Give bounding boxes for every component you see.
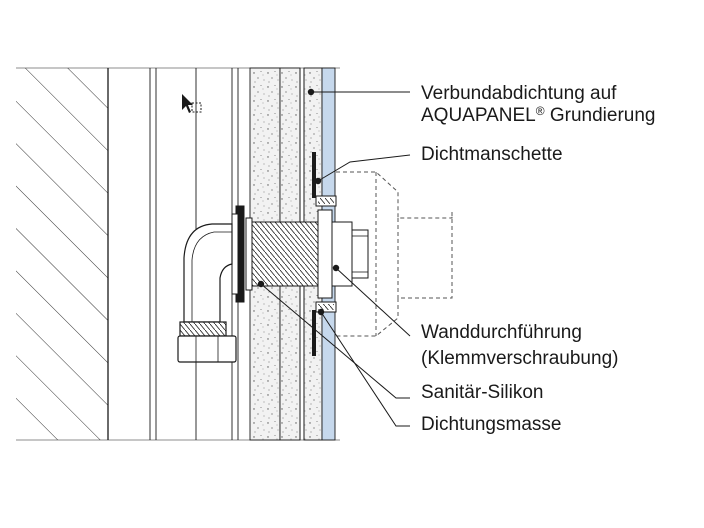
elbow-fitting	[177, 223, 237, 363]
cursor-icon	[182, 94, 202, 113]
label-sanitaer-silikon: Sanitär-Silikon	[421, 382, 544, 403]
registered-mark: ®	[535, 104, 545, 118]
label-wanddurchfuehrung-line2: (Klemmverschraubung)	[421, 348, 619, 369]
label-verbundabdichtung-line2: AQUAPANEL® Grundierung	[421, 105, 656, 127]
label-grundierung: Grundierung	[544, 105, 656, 126]
label-dichtmanschette: Dichtmanschette	[421, 144, 563, 165]
dashed-fitting-outline	[336, 171, 453, 337]
label-aquapanel: AQUAPANEL	[421, 105, 536, 126]
sealing-collar	[312, 152, 337, 356]
label-dichtungsmasse: Dichtungsmasse	[421, 414, 562, 435]
label-verbundabdichtung: Verbundabdichtung auf AQUAPANEL® Grundie…	[421, 83, 656, 127]
leader-lines	[260, 91, 411, 427]
leader-dots	[257, 88, 340, 316]
label-wanddurchfuehrung-line1: Wanddurchführung	[421, 322, 582, 343]
label-wanddurchfuehrung: Wanddurchführung (Klemmverschraubung)	[421, 322, 618, 370]
label-verbundabdichtung-line1: Verbundabdichtung auf	[421, 83, 617, 104]
masonry-wall	[16, 67, 340, 441]
wall-feedthrough	[231, 205, 369, 303]
